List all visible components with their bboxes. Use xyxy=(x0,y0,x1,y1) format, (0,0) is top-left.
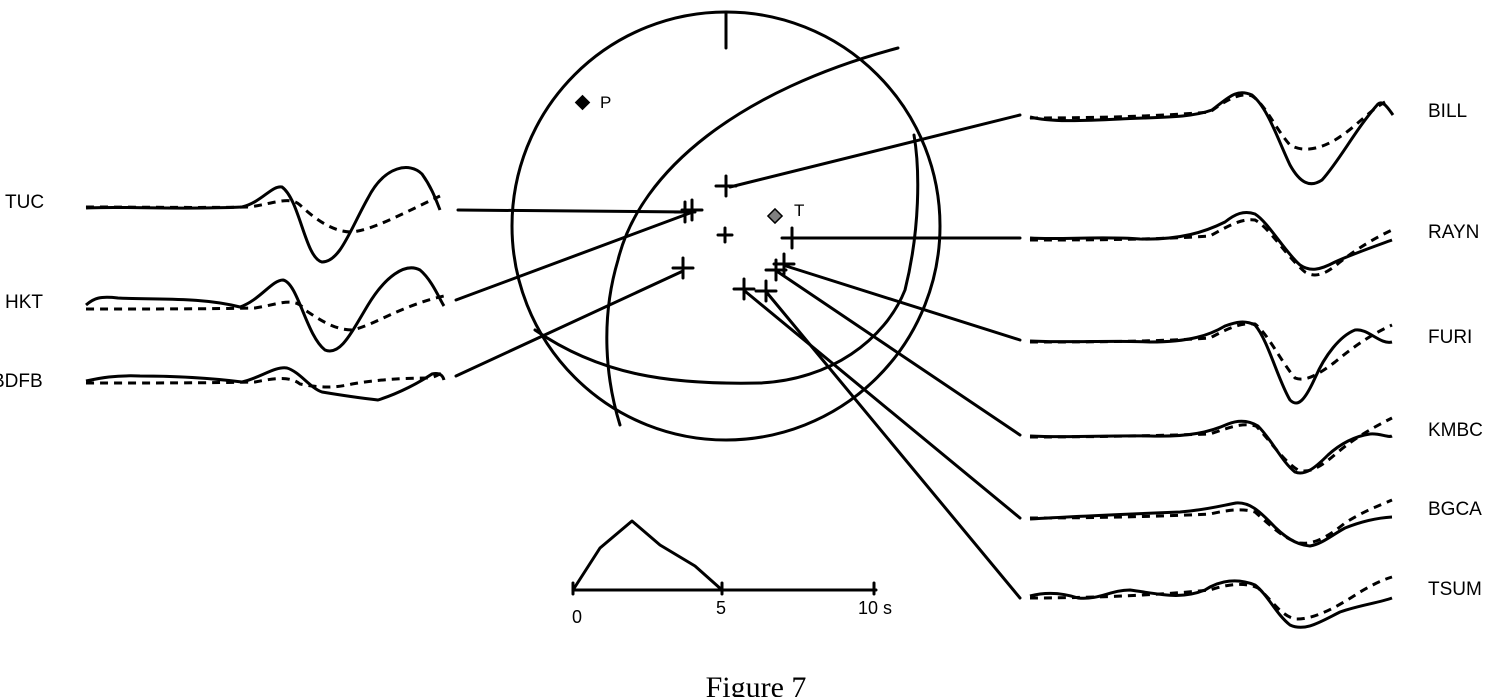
station-cross-bgca xyxy=(732,277,756,301)
waveform-kmbc-observed xyxy=(1029,419,1393,475)
waveform-tuc-synthetic xyxy=(85,194,441,234)
station-label-tsum: TSUM xyxy=(1428,579,1482,600)
waveform-tuc-observed xyxy=(85,166,442,264)
leader-line-bdfb xyxy=(454,269,685,378)
time-tick-label-5: 5 xyxy=(716,598,726,618)
p-axis-marker: P xyxy=(574,93,611,112)
leader-line-kmbc xyxy=(776,270,1022,437)
waveform-hkt-observed xyxy=(85,266,446,353)
station-cross-furi xyxy=(772,252,796,276)
waveform-bgca-observed xyxy=(1029,501,1393,548)
waveform-bgca-synthetic xyxy=(1029,498,1393,545)
time-tick-label-0: 0 xyxy=(572,607,582,627)
waveform-furi-synthetic xyxy=(1029,322,1393,381)
waveform-rayn-synthetic xyxy=(1029,218,1393,277)
station-crosses xyxy=(671,174,804,303)
waveform-hkt-synthetic xyxy=(85,294,445,332)
nodal-plane-1 xyxy=(605,46,900,427)
waveform-bdfb-synthetic xyxy=(85,370,445,389)
station-label-furi: FURI xyxy=(1428,327,1472,348)
waveform-bill-synthetic xyxy=(1029,93,1386,151)
leader-line-bgca xyxy=(744,290,1022,520)
p-axis-diamond-icon xyxy=(574,94,591,111)
station-label-bdfb: BDFB xyxy=(0,371,43,392)
waveform-rayn-observed xyxy=(1029,210,1393,271)
waveform-tsum: TSUM xyxy=(1029,575,1482,629)
waveform-bill: BILL xyxy=(1029,91,1467,186)
station-label-kmbc: KMBC xyxy=(1428,420,1483,441)
focal-sphere: P T xyxy=(510,10,942,442)
source-time-function-curve xyxy=(571,519,724,592)
station-label-tuc: TUC xyxy=(5,192,44,213)
waveform-kmbc: KMBC xyxy=(1029,416,1483,475)
waveform-bgca: BGCA xyxy=(1029,498,1482,548)
waveform-bdfb-observed xyxy=(85,366,446,402)
t-axis-diamond-icon xyxy=(766,207,784,225)
waveform-tsum-synthetic xyxy=(1029,575,1393,621)
waveform-bill-observed xyxy=(1029,91,1395,186)
waveform-hkt: HKT xyxy=(5,266,446,353)
figure-caption: Figure 7 xyxy=(706,671,807,697)
leader-line-tuc xyxy=(456,208,689,214)
station-cross-tsum xyxy=(754,279,778,303)
leader-line-hkt xyxy=(454,211,692,302)
waveform-rayn: RAYN xyxy=(1029,210,1479,277)
waveform-furi-observed xyxy=(1029,320,1393,405)
waveform-tsum-observed xyxy=(1029,579,1393,629)
waveform-kmbc-synthetic xyxy=(1029,416,1393,473)
waveform-bdfb: BDFB xyxy=(0,366,446,402)
nodal-plane-2 xyxy=(533,133,920,385)
source-time-function: 0 5 10 s xyxy=(571,519,892,627)
p-axis-label: P xyxy=(600,93,611,112)
leader-line-bill xyxy=(728,113,1022,189)
station-label-hkt: HKT xyxy=(5,292,43,313)
station-label-rayn: RAYN xyxy=(1428,222,1479,243)
leader-line-tsum xyxy=(766,292,1022,600)
leader-lines xyxy=(454,113,1022,600)
leader-line-furi xyxy=(784,264,1022,342)
station-cross-tuc-b xyxy=(680,198,704,222)
time-tick-label-10: 10 s xyxy=(858,598,892,618)
station-label-bill: BILL xyxy=(1428,101,1467,122)
t-axis-label: T xyxy=(794,201,804,220)
waveform-tuc: TUC xyxy=(5,166,442,264)
focal-sphere-outline xyxy=(510,10,942,442)
station-label-bgca: BGCA xyxy=(1428,499,1482,520)
waveform-furi: FURI xyxy=(1029,320,1472,405)
t-axis-marker: T xyxy=(766,201,804,225)
station-cross-bdfb xyxy=(671,256,695,280)
